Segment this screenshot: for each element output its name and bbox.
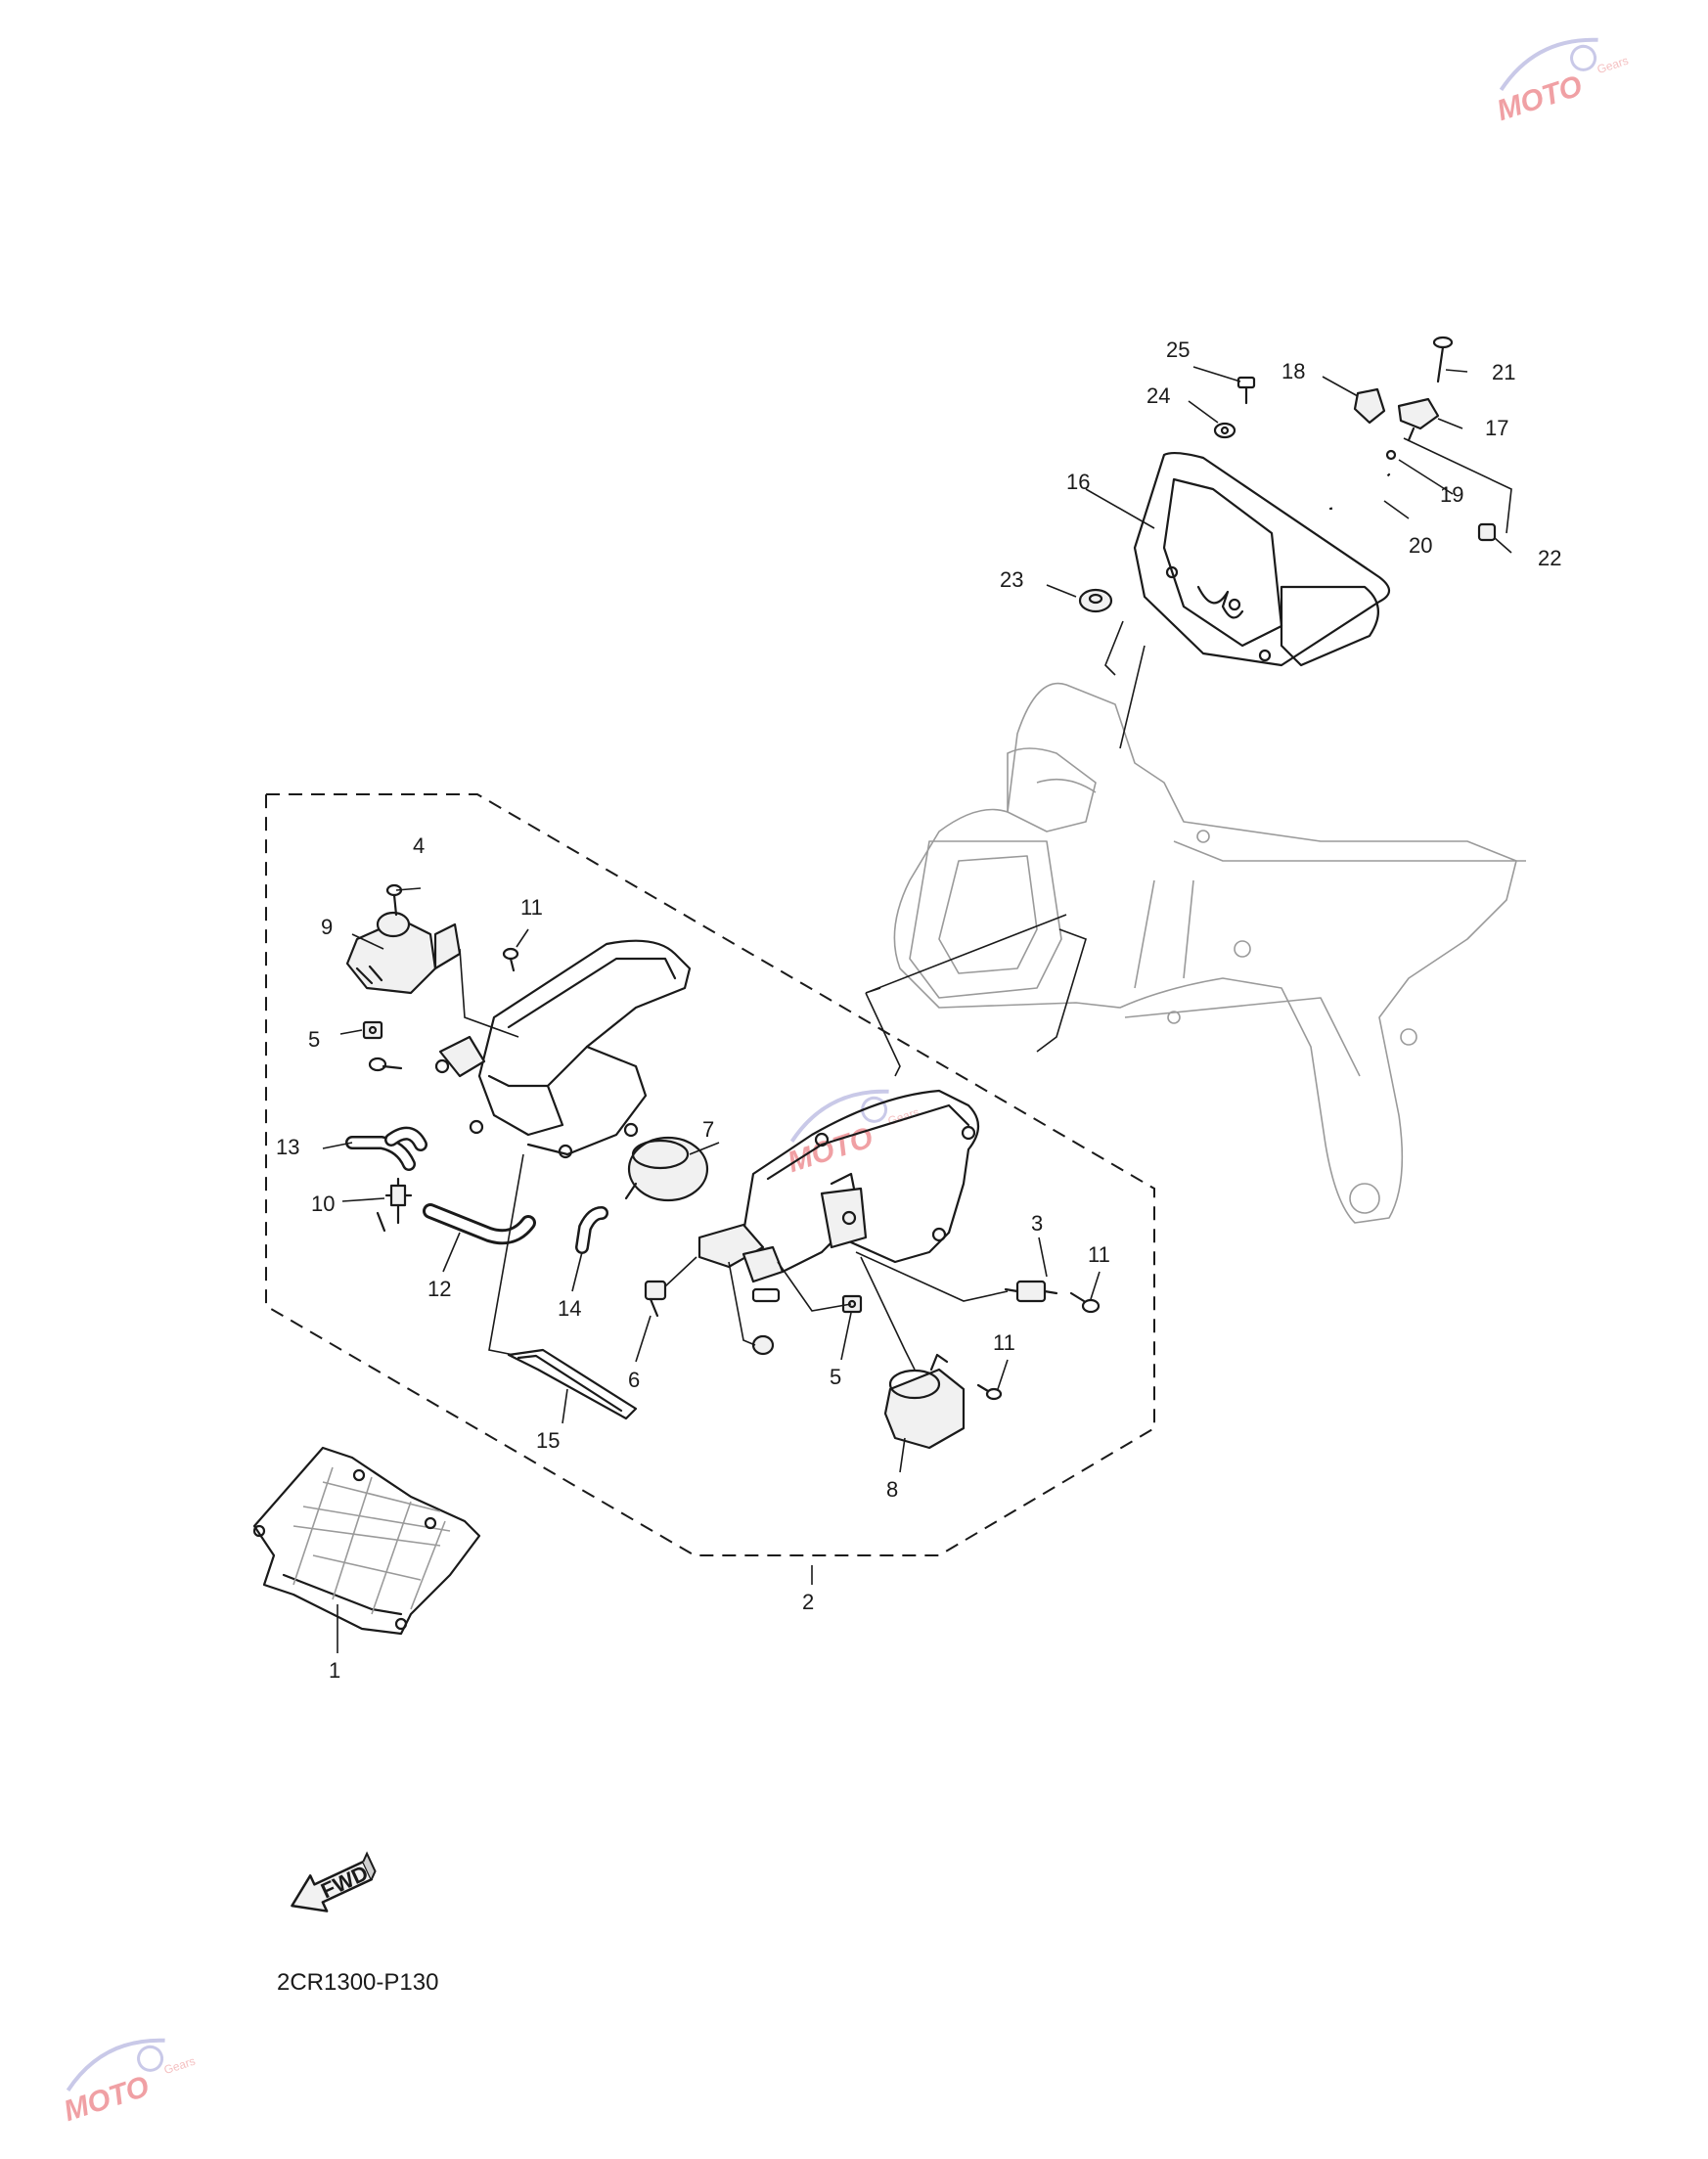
part-1-protector <box>252 1446 481 1636</box>
part-3-sensor <box>1004 1280 1058 1303</box>
callout-6: 6 <box>628 1368 640 1392</box>
callout-3: 3 <box>1031 1211 1043 1236</box>
callout-7: 7 <box>702 1117 714 1142</box>
callout-23: 23 <box>1000 567 1023 592</box>
part-19-clip <box>1385 449 1397 461</box>
watermark-bottom-left: MOTO Gears <box>60 2038 197 2128</box>
watermark-brand: MOTO <box>60 2070 153 2128</box>
fwd-arrow-icon: FWD <box>291 1851 377 1912</box>
clip-right <box>751 1287 781 1303</box>
callout-11-top-left: 11 <box>520 895 543 920</box>
callout-16: 16 <box>1066 470 1090 494</box>
callout-14: 14 <box>558 1296 581 1321</box>
assembly-2-outline <box>265 793 1155 1556</box>
callout-9: 9 <box>321 915 333 939</box>
diagram-code: 2CR1300-P130 <box>277 1969 438 1996</box>
callout-22: 22 <box>1538 546 1561 570</box>
callout-17: 17 <box>1485 416 1508 440</box>
callout-20: 20 <box>1409 533 1432 558</box>
part-11-bolt-right-top <box>1069 1291 1101 1314</box>
callout-18: 18 <box>1281 359 1305 383</box>
part-21-screw <box>1432 336 1454 383</box>
callout-5-right: 5 <box>830 1365 841 1389</box>
callout-labels: 1 2 3 4 5 5 6 7 8 9 10 11 11 11 12 13 14… <box>276 337 1561 1683</box>
left-screw <box>368 1057 403 1072</box>
part-23-grommet <box>1078 588 1113 613</box>
watermark-top-right: MOTO Gears <box>1493 37 1630 127</box>
callout-12: 12 <box>427 1277 451 1301</box>
part-2-right-duct <box>697 1089 980 1283</box>
gear-icon <box>137 2045 164 2072</box>
part-11-bolt-left <box>502 947 519 972</box>
part-14-hose <box>575 1206 608 1254</box>
watermark-center: MOTO Gears <box>784 1089 921 1179</box>
part-18-clamp <box>1353 387 1386 425</box>
callout-25: 25 <box>1166 337 1190 362</box>
part-24-washer <box>1213 422 1236 439</box>
callout-21: 21 <box>1492 360 1515 384</box>
part-15-gasket <box>507 1348 638 1420</box>
callout-13: 13 <box>276 1135 299 1159</box>
part-10-joint <box>376 1177 413 1233</box>
part-13-hose <box>345 1126 427 1171</box>
callout-2: 2 <box>802 1590 814 1614</box>
part-11-bolt-right-bottom <box>976 1383 1003 1401</box>
callout-10: 10 <box>311 1192 335 1216</box>
gear-icon <box>861 1096 888 1123</box>
part-16-intake-case <box>1133 451 1391 667</box>
part-2-left-duct <box>434 939 692 1159</box>
watermark-brand: MOTO <box>784 1121 876 1179</box>
callout-5-left: 5 <box>308 1027 320 1052</box>
part-20-hose <box>1328 472 1391 512</box>
part-5-nut-left <box>362 1020 383 1040</box>
fwd-label: FWD <box>317 1861 372 1904</box>
gear-icon <box>1570 44 1597 71</box>
part-5-nut-right <box>841 1294 863 1314</box>
callout-15: 15 <box>536 1428 560 1453</box>
part-6-clip <box>644 1280 667 1318</box>
part-12-hose <box>423 1203 536 1245</box>
callout-11-lower: 11 <box>993 1330 1015 1355</box>
callout-1: 1 <box>329 1658 340 1683</box>
callout-4: 4 <box>413 833 425 858</box>
part-17-valve <box>1397 397 1440 442</box>
watermark-subtitle: Gears <box>1596 54 1630 76</box>
leader-lines <box>322 366 1512 1653</box>
callout-19: 19 <box>1440 482 1463 507</box>
part-9-solenoid <box>345 911 462 995</box>
callout-11-right: 11 <box>1088 1242 1110 1267</box>
watermark-subtitle: Gears <box>162 2054 197 2077</box>
grommet-right <box>751 1334 775 1356</box>
part-22-cap <box>1477 522 1497 542</box>
callout-8: 8 <box>886 1477 898 1502</box>
part-8-canister <box>883 1353 966 1450</box>
part-7-cap <box>624 1136 709 1202</box>
frame-ghost <box>893 682 1526 1224</box>
part-25-bolt <box>1236 376 1256 405</box>
watermark-brand: MOTO <box>1493 69 1586 127</box>
callout-24: 24 <box>1146 383 1170 408</box>
